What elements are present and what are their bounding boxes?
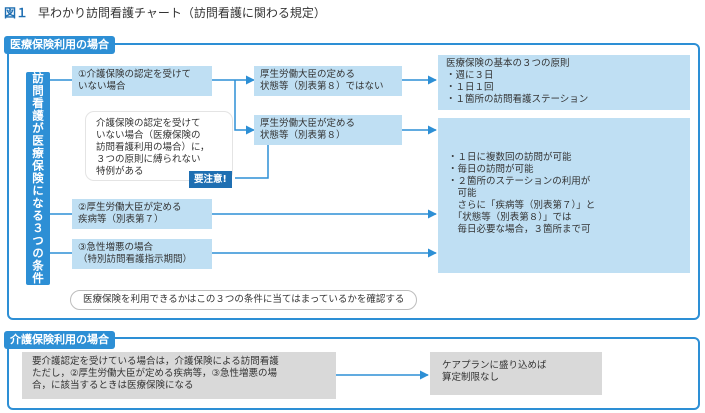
care-section-frame	[7, 337, 700, 410]
state-is-box: 厚生労働大臣が定める 状態等（別表第８）	[254, 115, 402, 145]
exception-text: 介護保険の認定を受けて いない場合（医療保険の 訪問看護利用の場合）に， ３つの…	[96, 118, 210, 177]
principles-box: 医療保険の基本の３つの原則 ・週に３日 ・１日１回 ・１箇所の訪問看護ステーショ…	[438, 55, 690, 110]
state-not-box: 厚生労働大臣の定める 状態等（別表第８）ではない	[254, 66, 402, 96]
care-description-text: 要介護認定を受けている場合は，介護保険による訪問看護 ただし，②厚生労働大臣が定…	[32, 356, 279, 391]
figure-title: 図１ 早わかり訪問看護チャート（訪問看護に関わる規定）	[4, 4, 326, 21]
care-result-box: ケアプランに盛り込めば 算定制限なし	[430, 352, 602, 395]
state-is-text: 厚生労働大臣が定める 状態等（別表第８）	[260, 118, 356, 141]
condition-3-box: ③急性増悪の場合 （特別訪問看護指示期間）	[72, 239, 212, 269]
condition-2-box: ②厚生労働大臣が定める 疾病等（別表第７）	[72, 199, 212, 229]
exceptions-result-text: ・１日に複数回の訪問が可能 ・毎日の訪問が可能 ・２箇所のステーションの利用が …	[448, 152, 596, 235]
care-result-text: ケアプランに盛り込めば 算定制限なし	[442, 360, 547, 383]
condition-2-text: ②厚生労働大臣が定める 疾病等（別表第７）	[78, 202, 182, 225]
condition-1-box: ①介護保険の認定を受けて いない場合	[72, 66, 212, 96]
figure-number: 図１	[4, 6, 29, 20]
warning-badge: 要注意!	[189, 171, 232, 188]
figure-title-text: 早わかり訪問看護チャート（訪問看護に関わる規定）	[38, 6, 326, 20]
principles-text: 医療保険の基本の３つの原則 ・週に３日 ・１日１回 ・１箇所の訪問看護ステーショ…	[446, 58, 589, 105]
medical-section-label: 医療保険利用の場合	[4, 36, 115, 54]
exceptions-result-box: ・１日に複数回の訪問が可能 ・毎日の訪問が可能 ・２箇所のステーションの利用が …	[438, 118, 690, 273]
condition-1-text: ①介護保険の認定を受けて いない場合	[78, 69, 192, 92]
care-section-label: 介護保険利用の場合	[4, 331, 115, 349]
three-conditions-label: 訪問看護が医療保険になる３つの条件	[26, 72, 50, 285]
care-description-box: 要介護認定を受けている場合は，介護保険による訪問看護 ただし，②厚生労働大臣が定…	[22, 352, 336, 399]
arrow-line	[235, 145, 269, 179]
exception-note: 介護保険の認定を受けて いない場合（医療保険の 訪問看護利用の場合）に， ３つの…	[86, 112, 232, 180]
condition-3-text: ③急性増悪の場合 （特別訪問看護指示期間）	[78, 242, 193, 265]
arrow-line	[234, 80, 255, 135]
footnote-bubble: 医療保険を利用できるかはこの３つの条件に当てはまっているかを確認する	[70, 290, 418, 310]
medical-section-frame	[7, 43, 700, 320]
state-not-text: 厚生労働大臣の定める 状態等（別表第８）ではない	[260, 69, 384, 92]
